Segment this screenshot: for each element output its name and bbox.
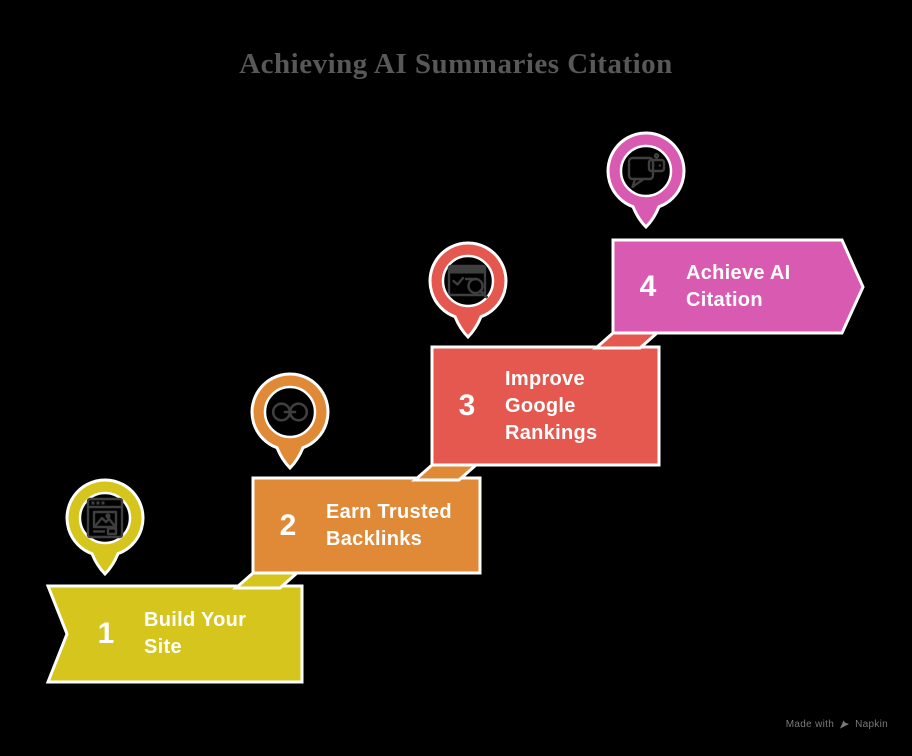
step-3-label-line: Improve: [505, 367, 585, 390]
ai-chat-bot-icon: [627, 153, 666, 189]
website-builder-icon: [86, 497, 124, 539]
search-ranking-icon: [447, 264, 488, 299]
step-4-text: 4 Achieve AI Citation: [630, 240, 791, 333]
step-3-number: 3: [458, 389, 476, 422]
step-1-pin: [65, 478, 145, 577]
step-3-label: Improve Google Rankings: [505, 366, 597, 447]
step-2-label: Earn Trusted Backlinks: [326, 499, 452, 553]
step-1-label-line: Site: [144, 636, 182, 658]
step-4-label-line: Citation: [686, 288, 763, 311]
step-2-banner: [251, 476, 482, 575]
step-1-text: 1 Build Your Site: [88, 586, 246, 682]
step-4-label: Achieve AI Citation: [686, 260, 791, 314]
step-4-number: 4: [639, 269, 657, 303]
step-3-text: 3 Improve Google Rankings: [449, 347, 597, 465]
step-3-label-line: Google: [505, 394, 576, 417]
step-3-pin: [428, 241, 508, 340]
step-1-number: 1: [97, 617, 115, 650]
step-2-label-line: Earn Trusted: [326, 500, 452, 523]
napkin-credit: Made with Napkin: [786, 719, 888, 730]
step-3-label-line: Rankings: [505, 421, 598, 444]
step-1-label-line: Build Your: [144, 609, 247, 631]
step-4-banner: [611, 238, 865, 335]
step-4-pin: [606, 131, 686, 230]
credit-text: Made with: [785, 719, 835, 730]
step-2-text: 2 Earn Trusted Backlinks: [270, 478, 452, 573]
napkin-logo-icon: [839, 720, 850, 729]
credit-brand: Napkin: [855, 719, 888, 730]
step-3-banner: [430, 345, 661, 467]
step-4-label-line: Achieve AI: [686, 261, 791, 284]
backlink-chain-icon: [271, 402, 309, 422]
step-2-number: 2: [279, 508, 297, 542]
step-1-label: Build Your Site: [144, 607, 246, 661]
step-2-pin: [250, 372, 330, 471]
pin-inner-circle: [78, 491, 132, 545]
page-title: Achieving AI Summaries Citation: [239, 48, 673, 80]
step-2-label-line: Backlinks: [326, 527, 423, 550]
